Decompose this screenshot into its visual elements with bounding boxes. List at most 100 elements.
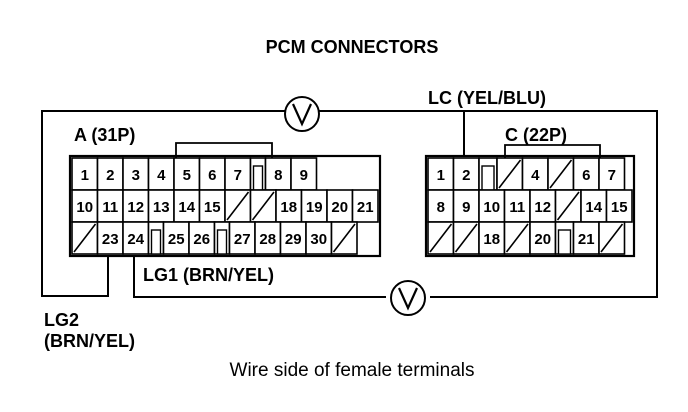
terminal-number: 13 (153, 199, 170, 216)
unused-terminal-mark (454, 223, 478, 253)
terminal-cell (572, 221, 600, 255)
terminal-cell (173, 189, 201, 223)
terminal-cell (478, 221, 506, 255)
terminal-number: 7 (234, 167, 242, 184)
wiring (41, 110, 658, 298)
terminal-cell (605, 189, 633, 223)
terminal-number: 14 (178, 199, 195, 216)
keyway-slot (557, 229, 572, 255)
terminal-cell (529, 189, 557, 223)
terminal-number: 18 (280, 199, 297, 216)
terminal-cell (351, 189, 379, 223)
terminal-number: 29 (285, 231, 302, 248)
terminal-cell (300, 189, 328, 223)
keyway-slot (481, 165, 495, 191)
terminal-number: 8 (274, 167, 282, 184)
voltmeter-top-icon (284, 96, 320, 132)
terminal-number: 7 (608, 167, 616, 184)
terminal-number: 30 (310, 231, 327, 248)
terminal-cell (305, 221, 333, 255)
terminal-number: 28 (259, 231, 276, 248)
terminal-cell (96, 221, 124, 255)
terminal-cell (147, 157, 175, 191)
unused-terminal-mark (505, 223, 529, 253)
unused-terminal-mark (73, 223, 97, 253)
terminal-number: 21 (578, 231, 595, 248)
terminal-number: 24 (127, 231, 144, 248)
terminal-number: 26 (193, 231, 210, 248)
terminal-number: 1 (81, 167, 89, 184)
unused-terminal-mark (251, 191, 275, 221)
terminal-number: 19 (306, 199, 323, 216)
unused-terminal-mark (226, 191, 250, 221)
terminal-cell (580, 189, 608, 223)
keyway-slot (252, 165, 264, 191)
terminal-number: 10 (76, 199, 93, 216)
terminal-number: 1 (437, 167, 445, 184)
unused-terminal-mark (549, 159, 573, 189)
terminal-number: 2 (106, 167, 114, 184)
terminal-cell (228, 221, 256, 255)
lc-wire (319, 110, 465, 156)
caption: Wire side of female terminals (230, 360, 475, 381)
terminal-cell (529, 221, 557, 255)
terminal-number: 11 (102, 199, 118, 216)
lg2-color-label: (BRN/YEL) (44, 331, 135, 351)
top-right-wire (430, 110, 658, 298)
unused-terminal-mark (600, 223, 624, 253)
lg1-wire (133, 255, 386, 298)
terminal-cell (173, 157, 201, 191)
terminal-number: 3 (132, 167, 140, 184)
lg2-label: LG2 (44, 310, 79, 330)
connector-frame (68, 154, 382, 258)
unused-terminal-mark (556, 191, 580, 221)
connector-frame (424, 154, 636, 258)
terminal-cell (188, 221, 216, 255)
terminal-number: 12 (127, 199, 144, 216)
diagram-title: PCM CONNECTORS (266, 37, 439, 57)
connector-a-label: A (31P) (74, 125, 135, 145)
terminal-number: 2 (462, 167, 470, 184)
terminal-cell (147, 189, 175, 223)
terminal-cell (478, 189, 506, 223)
voltmeter-bottom-icon (390, 280, 426, 316)
terminal-number: 14 (585, 199, 602, 216)
terminal-number: 10 (483, 199, 500, 216)
terminal-number: 11 (509, 199, 525, 216)
terminal-number: 5 (183, 167, 191, 184)
terminal-cell (279, 221, 307, 255)
latch-tab (504, 144, 601, 158)
terminal-number: 23 (102, 231, 119, 248)
keyway-slot (150, 229, 162, 255)
terminal-number: 9 (462, 199, 470, 216)
latch-tab (175, 142, 273, 158)
terminal-number: 4 (157, 167, 166, 184)
lg1-label: LG1 (BRN/YEL) (143, 265, 274, 285)
terminal-number: 25 (168, 231, 185, 248)
unused-terminal-mark (498, 159, 522, 189)
terminal-cell (427, 189, 455, 223)
unused-terminal-mark (429, 223, 453, 253)
terminal-number: 18 (483, 231, 500, 248)
terminal-number: 15 (204, 199, 221, 216)
terminal-cell (198, 157, 226, 191)
terminal-number: 9 (300, 167, 308, 184)
terminal-number: 15 (611, 199, 628, 216)
terminal-number: 20 (331, 199, 348, 216)
unused-terminal-mark (332, 223, 356, 253)
terminal-number: 6 (208, 167, 216, 184)
terminal-cell (224, 157, 252, 191)
terminal-number: 12 (534, 199, 551, 216)
terminal-number: 27 (234, 231, 251, 248)
connector-c-label: C (22P) (505, 125, 567, 145)
keyway-slot (216, 229, 228, 255)
terminal-number: 4 (531, 167, 540, 184)
terminal-number: 20 (534, 231, 551, 248)
terminal-number: 8 (437, 199, 445, 216)
terminal-number: 21 (357, 199, 374, 216)
terminal-number: 6 (582, 167, 590, 184)
lc-label: LC (YEL/BLU) (428, 88, 546, 108)
